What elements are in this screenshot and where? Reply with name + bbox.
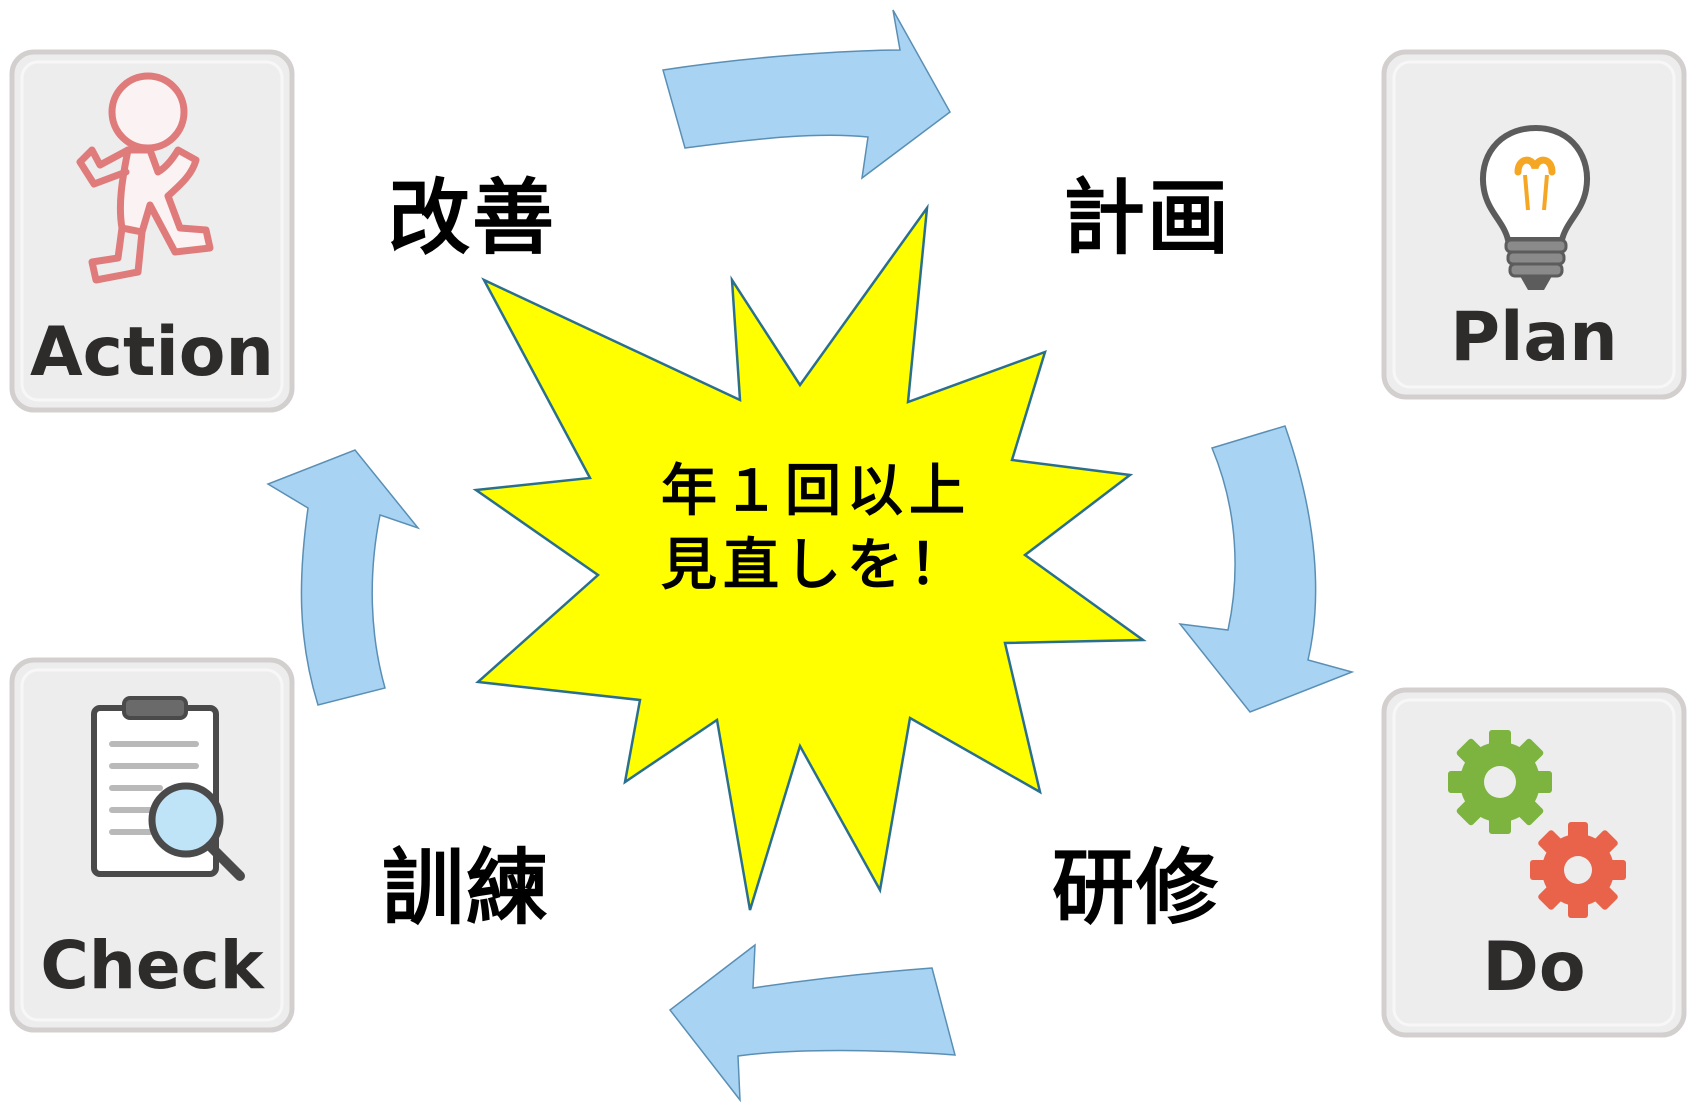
arrow-check-to-action bbox=[266, 449, 421, 706]
arrow-do-to-check bbox=[668, 943, 956, 1103]
do-card: Do bbox=[1381, 687, 1687, 1038]
label-plan-keikaku: 計画 bbox=[1063, 171, 1232, 266]
action-card: Action bbox=[9, 49, 295, 413]
running-person-icon bbox=[76, 72, 214, 284]
center-message: 年１回以上 見直しを！ bbox=[596, 455, 1036, 603]
gears-icon bbox=[1448, 730, 1626, 918]
clipboard-magnifier-icon bbox=[91, 696, 245, 881]
arrow-plan-to-do bbox=[1178, 425, 1355, 713]
plan-card: Plan bbox=[1381, 49, 1687, 400]
label-do-kenshu: 研修 bbox=[1052, 841, 1221, 936]
check-card-label: Check bbox=[40, 927, 265, 1004]
label-check-kunren: 訓練 bbox=[382, 841, 551, 936]
check-card: Check bbox=[9, 657, 295, 1033]
starburst-shape bbox=[472, 203, 1147, 911]
center-message-line1: 年１回以上 bbox=[661, 459, 971, 524]
do-card-label: Do bbox=[1482, 928, 1585, 1007]
center-message-line2: 見直しを！ bbox=[661, 532, 971, 598]
action-card-label: Action bbox=[30, 313, 274, 392]
plan-card-label: Plan bbox=[1450, 298, 1617, 377]
label-action-kaizen: 改善 bbox=[388, 171, 557, 266]
arrow-action-to-plan bbox=[662, 9, 951, 180]
lightbulb-icon bbox=[1480, 124, 1590, 290]
